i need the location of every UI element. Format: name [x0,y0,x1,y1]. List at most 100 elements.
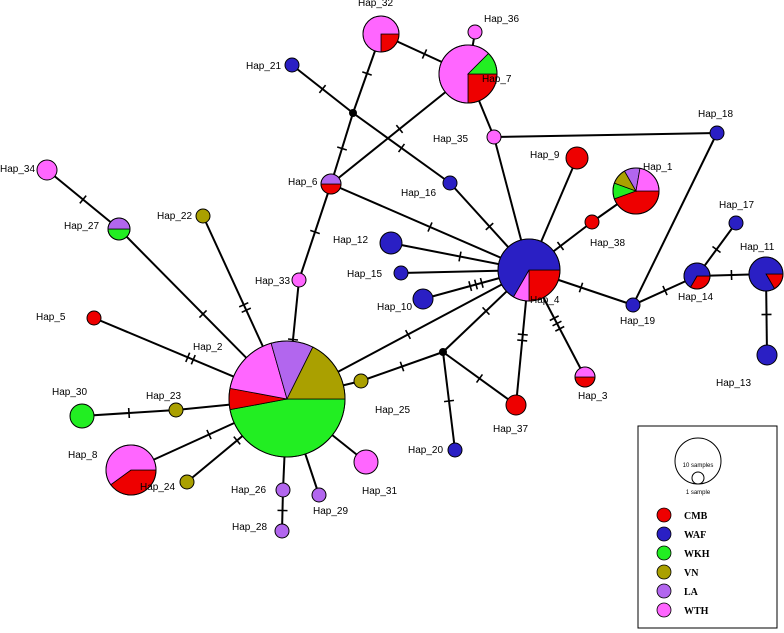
pie-slice-CMB [574,376,596,388]
node-label-Hap_37: Hap_37 [493,424,528,435]
node-outline [438,44,498,104]
legend-label-CMB: CMB [684,511,708,522]
node-label-Hap_36: Hap_36 [484,14,519,25]
mutation-tick [473,279,479,290]
pie-slice-WTH [36,159,58,181]
haplotype-node-Hap_9 [565,146,589,170]
node-label-Hap_34: Hap_34 [0,164,35,175]
legend-label-WKH: WKH [684,549,710,560]
mutation-tick [395,124,404,134]
legend-label-WTH: WTH [684,606,709,617]
haplotype-node-Hap_2 [228,340,346,458]
pie-slice-WAF [412,288,434,310]
pie-slice-VN [353,373,369,389]
pie-slice-WAF [625,297,641,313]
node-label-Hap_5: Hap_5 [36,312,66,323]
pie-slice-WTH [574,366,596,378]
mutation-tick [549,315,560,322]
pie-slice-CMB [320,183,342,195]
node-label-Hap_12: Hap_12 [333,235,368,246]
node-label-Hap_3: Hap_3 [578,391,608,402]
mutation-tick [241,307,252,314]
node-label-Hap_20: Hap_20 [408,445,443,456]
node-outline [612,167,660,215]
mutation-tick [556,241,565,251]
mutation-tick [443,399,455,403]
haplotype-node-Hap_34 [36,159,58,181]
node-label-Hap_14: Hap_14 [678,292,713,303]
node-label-Hap_28: Hap_28 [232,522,267,533]
haplotype-node-Hap_32 [362,15,400,53]
node-label-Hap_32: Hap_32 [358,0,393,9]
node-label-Hap_33: Hap_33 [255,276,290,287]
node-outline [748,256,784,292]
node-label-Hap_23: Hap_23 [146,391,181,402]
pie-slice-WKH [229,398,346,458]
edge-Hap_18-Hap_19 [632,132,718,306]
node-outline [228,340,346,458]
haplotype-node-Hap_21 [284,57,300,73]
node-label-Hap_19: Hap_19 [620,316,655,327]
haplotype-node-Hap_18 [709,125,725,141]
haplotype-node-Hap_16 [442,175,458,191]
mutation-tick [190,354,196,365]
node-label-Hap_13: Hap_13 [716,378,751,389]
pie-slice-VN [168,402,184,418]
node-label-Hap_1: Hap_1 [643,162,673,173]
legend-swatch-VN [656,564,672,580]
mutation-tick [206,429,212,440]
node-label-Hap_18: Hap_18 [698,109,733,120]
node-outline [107,217,131,241]
pie-slice-WAF [393,265,409,281]
haplotype-node-Hap_10 [412,288,434,310]
node-label-Hap_27: Hap_27 [64,221,99,232]
node-label-Hap_11: Hap_11 [740,242,775,253]
haplotype-node-Hap_11 [748,256,784,292]
legend-box [637,425,778,629]
node-label-Hap_17: Hap_17 [719,200,754,211]
node-label-Hap_29: Hap_29 [313,506,348,517]
mutation-tick [481,306,491,316]
pie-slice-LA [274,523,290,539]
haplotype-node-Hap_38 [584,214,600,230]
node-outline [683,262,711,290]
haplotype-node-Hap_12 [379,231,403,255]
pie-slice-WKH [69,403,95,429]
mutation-tick [79,195,87,204]
mutation-tick [554,325,565,332]
mutation-tick [238,301,249,308]
haplotype-node-Hap_30 [69,403,95,429]
pie-slice-WTH [486,129,502,145]
haplotype-node-Hap_14 [683,262,711,290]
scale-label-large: 10 samples [683,463,714,469]
haplotype-node-Hap_8 [105,444,157,496]
mutation-tick [475,373,484,384]
mutation-tick [233,436,241,445]
haplotype-node-Hap_13 [756,344,778,366]
haplotype-node-Hap_5 [86,310,102,326]
haplotype-node-Hap_20 [447,442,463,458]
pie-slice-WAF [728,215,744,231]
mutation-tick [310,229,320,235]
mutation-tick [399,361,405,372]
haplotype-node-Hap_19 [625,297,641,313]
haplotype-node-Hap_17 [728,215,744,231]
pie-slice-LA [320,173,342,185]
haplotype-node-Hap_6 [320,173,342,195]
mutation-tick [517,333,528,336]
haplotype-node-Hap_24 [179,474,195,490]
legend-label-VN: VN [684,568,699,579]
scale-circle-small [691,471,705,485]
mutation-tick [552,320,562,327]
haplotype-node-Hap_31 [353,449,379,475]
mutation-tick [578,282,584,293]
nodes-layer [36,15,784,539]
node-label-Hap_15: Hap_15 [347,269,382,280]
legend-swatch-LA [656,583,672,599]
node-label-Hap_4: Hap_4 [530,295,560,306]
node-label-Hap_9: Hap_9 [530,150,560,161]
pie-slice-WAF [709,125,725,141]
pie-slice-WTH [467,24,483,40]
